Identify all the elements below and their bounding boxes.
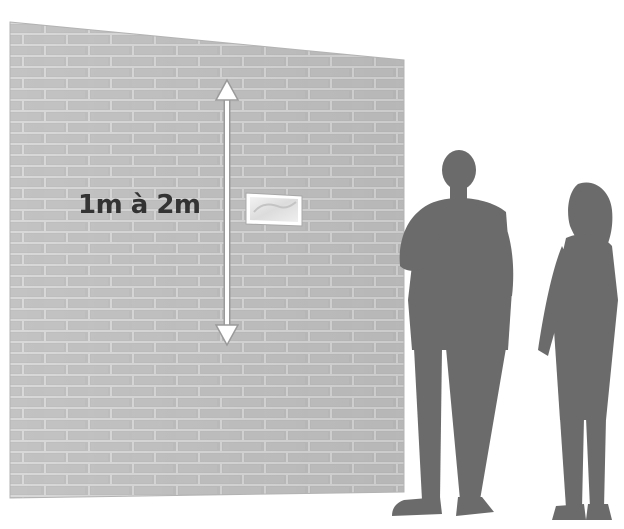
woman-silhouette-icon <box>538 182 618 520</box>
height-range-label: 1m à 2m <box>78 190 201 220</box>
man-silhouette-icon <box>392 150 513 516</box>
brick-wall <box>10 22 404 498</box>
framed-artwork-icon <box>246 193 302 226</box>
